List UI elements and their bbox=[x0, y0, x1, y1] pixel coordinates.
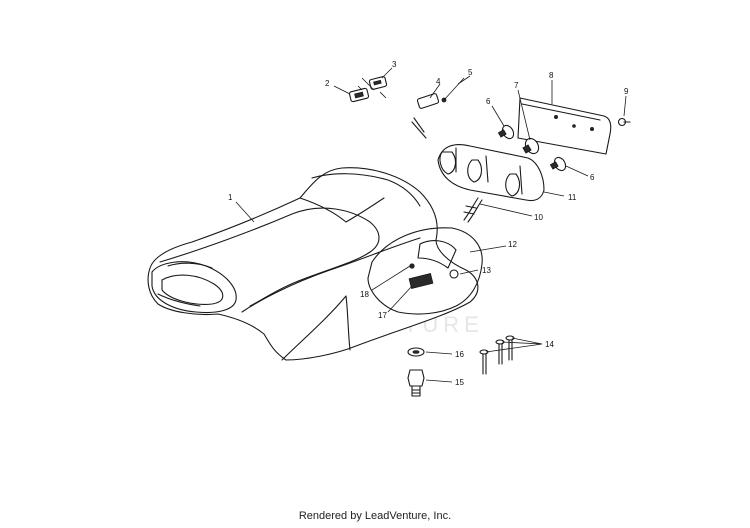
part-7-bulb bbox=[522, 137, 540, 155]
callout-7: 7 bbox=[514, 81, 519, 90]
callout-14: 14 bbox=[545, 340, 554, 349]
part-15-bolt bbox=[407, 369, 425, 397]
part-8-lens-cover bbox=[517, 97, 612, 155]
callout-6-top: 6 bbox=[486, 97, 491, 106]
callout-1: 1 bbox=[228, 193, 233, 202]
part-9-screw bbox=[617, 117, 631, 127]
seat-rear-inner bbox=[161, 274, 224, 305]
lock-parts bbox=[348, 76, 465, 139]
callout-2: 2 bbox=[325, 79, 330, 88]
part-11-housing bbox=[437, 143, 545, 202]
callout-labels: 1 2 3 4 5 6 7 8 9 6 11 10 12 13 18 17 14… bbox=[228, 60, 629, 387]
callout-17: 17 bbox=[378, 311, 387, 320]
callout-18: 18 bbox=[360, 290, 369, 299]
part-4-bracket bbox=[416, 93, 440, 109]
part-14-rivet-left bbox=[479, 349, 489, 375]
callout-8: 8 bbox=[549, 71, 554, 80]
callout-6-bottom: 6 bbox=[590, 173, 595, 182]
part-16-washer bbox=[407, 347, 425, 357]
callout-16: 16 bbox=[455, 350, 464, 359]
part-6-bulb-left bbox=[497, 124, 515, 140]
callout-15: 15 bbox=[455, 378, 464, 387]
tail-light-assembly bbox=[437, 97, 631, 223]
callout-12: 12 bbox=[508, 240, 517, 249]
latch-plate bbox=[408, 273, 434, 289]
seat-assembly bbox=[147, 167, 483, 361]
callout-4: 4 bbox=[436, 77, 441, 86]
seat-side-contour bbox=[241, 237, 421, 313]
seat-top-edge bbox=[159, 207, 380, 307]
callout-11: 11 bbox=[568, 193, 577, 202]
part-14-rivet-mid bbox=[495, 339, 505, 365]
callout-13: 13 bbox=[482, 266, 491, 275]
leader-lines bbox=[235, 67, 627, 383]
seat-rear-well bbox=[151, 261, 237, 314]
part-10-wire-harness bbox=[463, 197, 483, 223]
footer-credit: Rendered by LeadVenture, Inc. bbox=[298, 510, 452, 522]
callout-5: 5 bbox=[468, 68, 473, 77]
fasteners bbox=[407, 335, 515, 397]
callout-9: 9 bbox=[624, 87, 629, 96]
seat-side-lower bbox=[281, 295, 351, 361]
callout-10: 10 bbox=[534, 213, 543, 222]
part-6-bulb-right bbox=[549, 156, 567, 172]
callout-3: 3 bbox=[392, 60, 397, 69]
